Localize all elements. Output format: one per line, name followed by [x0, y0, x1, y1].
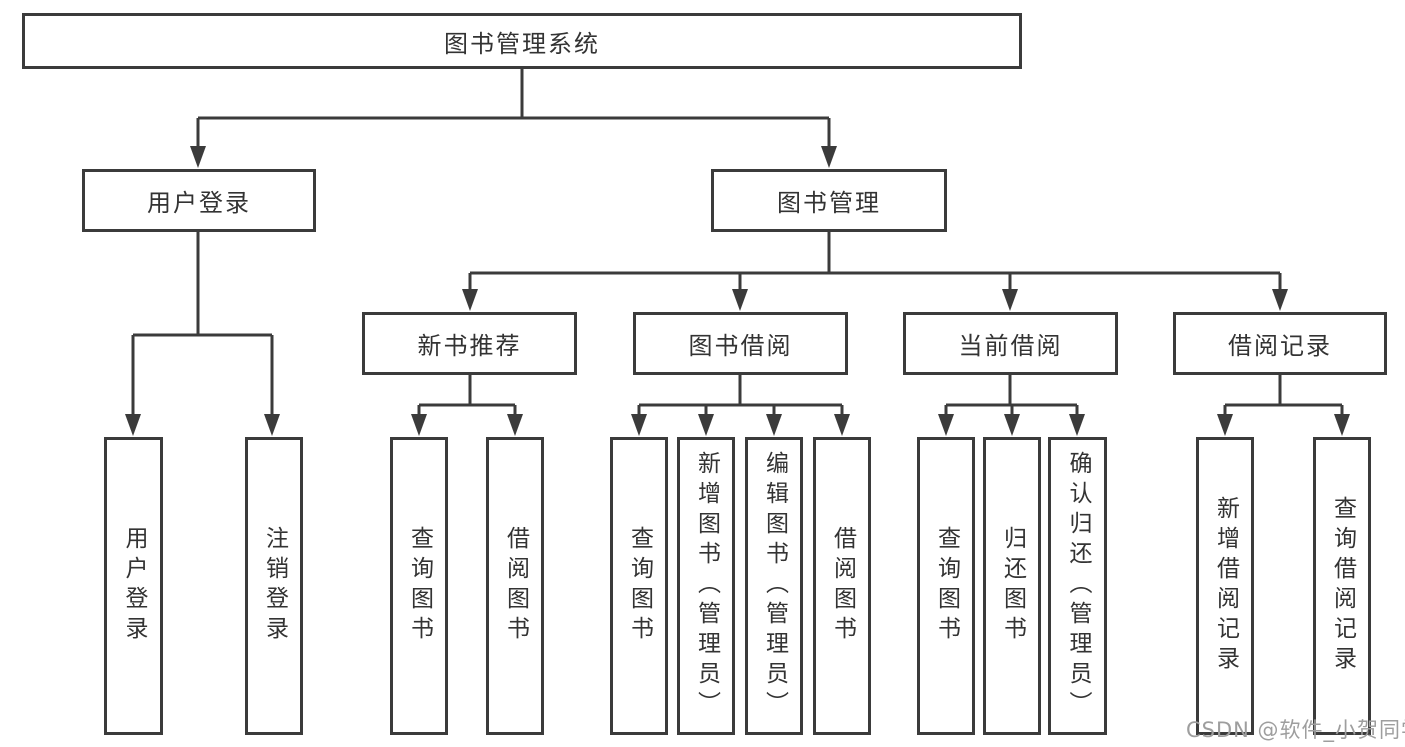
csdn-watermark: CSDN @软件_小贺同学 — [1186, 718, 1405, 742]
leaf-add-borrow-record: 新增借阅记录 — [1196, 437, 1254, 735]
node-label: 图书借阅 — [688, 332, 793, 360]
leaf-label: 查询借阅记录 — [1329, 496, 1356, 676]
leaf-query-borrow-record: 查询借阅记录 — [1313, 437, 1371, 735]
leaf-label: 用户登录 — [121, 526, 147, 646]
leaf-edit-book-admin: 编辑图书（管理员） — [745, 437, 803, 735]
leaf-label: 查询图书 — [933, 526, 960, 646]
leaf-label: 查询图书 — [626, 526, 653, 646]
leaf-query-books-borrow: 查询图书 — [610, 437, 668, 735]
leaf-label: 新增借阅记录 — [1212, 496, 1239, 676]
node-borrow-records: 借阅记录 — [1173, 312, 1387, 375]
leaf-query-books-newbooks: 查询图书 — [390, 437, 448, 735]
node-label: 当前借阅 — [958, 332, 1063, 360]
leaf-query-books-current: 查询图书 — [917, 437, 975, 735]
leaf-label: 归还图书 — [999, 526, 1026, 646]
leaf-label: 新增图书（管理员） — [693, 451, 720, 721]
node-new-book-recommend: 新书推荐 — [362, 312, 577, 375]
leaf-borrow-book-newbooks: 借阅图书 — [486, 437, 544, 735]
arrowheads — [125, 146, 1350, 436]
leaf-add-book-admin: 新增图书（管理员） — [677, 437, 735, 735]
node-label: 图书管理 — [777, 189, 881, 217]
leaf-label: 编辑图书（管理员） — [761, 451, 788, 721]
leaf-return-book: 归还图书 — [983, 437, 1041, 735]
node-book-management: 图书管理 — [711, 169, 947, 232]
node-user-login: 用户登录 — [82, 169, 316, 232]
node-library-management-system: 图书管理系统 — [22, 13, 1022, 69]
leaf-label: 注销登录 — [261, 526, 288, 646]
leaf-logout: 注销登录 — [245, 437, 303, 735]
leaf-label: 确认归还（管理员） — [1065, 451, 1091, 721]
node-book-borrow: 图书借阅 — [633, 312, 848, 375]
node-current-borrow: 当前借阅 — [903, 312, 1118, 375]
node-label: 用户登录 — [147, 189, 251, 217]
node-label: 图书管理系统 — [444, 29, 600, 58]
leaf-user-login: 用户登录 — [104, 437, 163, 735]
leaf-label: 查询图书 — [406, 526, 433, 646]
leaf-borrow-book: 借阅图书 — [813, 437, 871, 735]
leaf-confirm-return-admin: 确认归还（管理员） — [1048, 437, 1107, 735]
node-label: 新书推荐 — [417, 332, 522, 360]
node-label: 借阅记录 — [1228, 332, 1332, 360]
leaf-label: 借阅图书 — [502, 526, 529, 646]
leaf-label: 借阅图书 — [829, 526, 856, 646]
